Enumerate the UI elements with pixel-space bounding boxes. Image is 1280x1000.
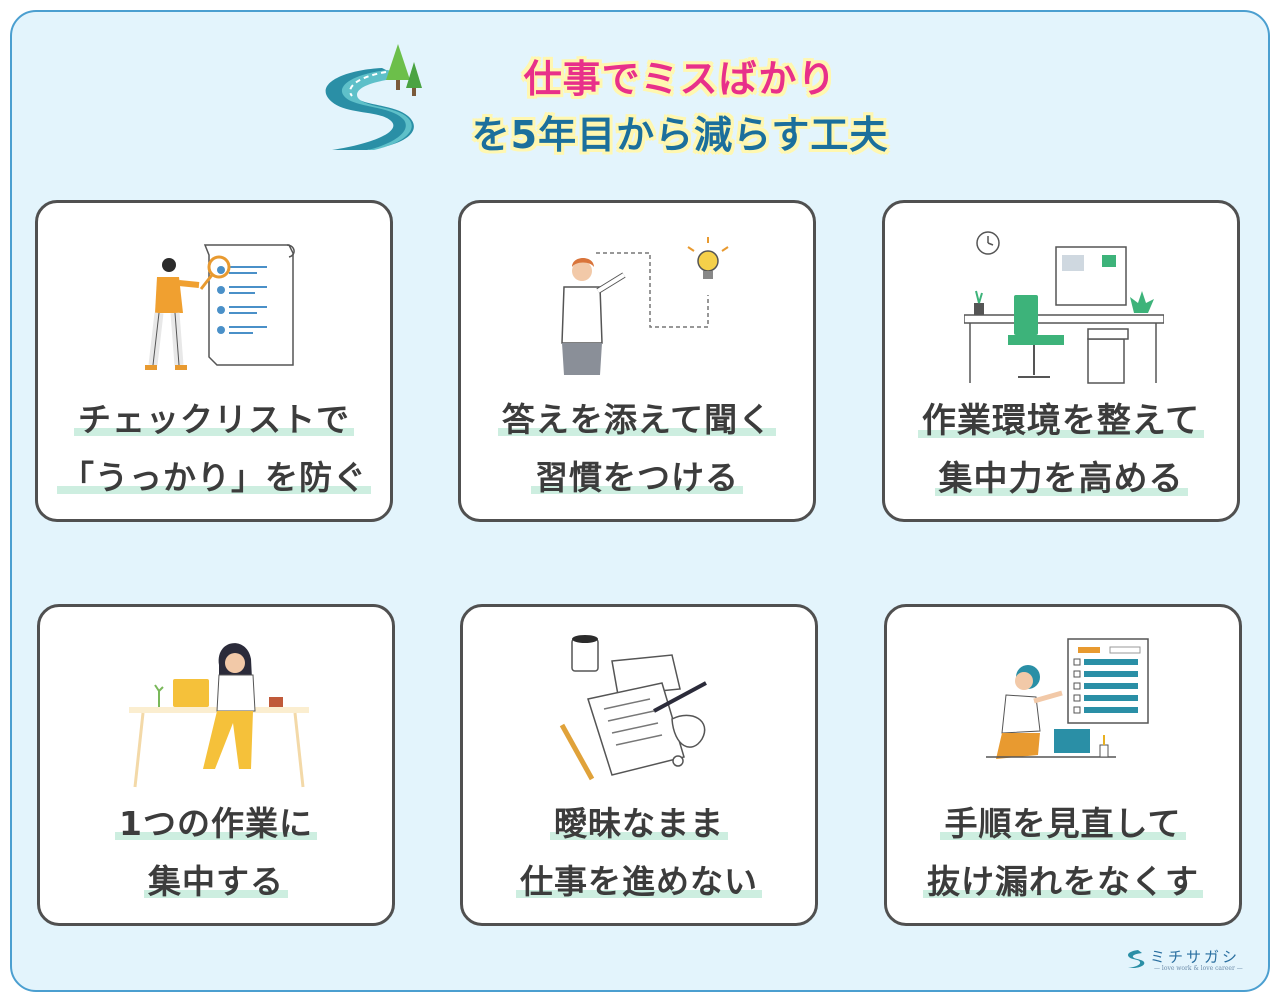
brand-tagline: — love work & love career —	[1154, 965, 1243, 972]
card-1-line-1: チェックリストで	[38, 393, 390, 441]
tip-card-no-ambiguity: 曖昧なまま 仕事を進めない	[460, 604, 818, 926]
tip-card-work-environment: 作業環境を整えて 集中力を高める	[882, 200, 1240, 522]
brand-road-logo-icon	[1128, 950, 1145, 968]
title-line-2: を5年目から減らす工夫	[471, 113, 889, 157]
card-6-line-2: 抜け漏れをなくす	[887, 855, 1239, 903]
brand-mark: ミチサガシ — love work & love career —	[1124, 944, 1244, 974]
title-line-1: 仕事でミスばかり	[523, 57, 837, 101]
card-2-line-1: 答えを添えて聞く	[461, 393, 813, 441]
card-4-line-1: 1つの作業に	[40, 797, 392, 845]
card-2-line-2: 習慣をつける	[461, 451, 813, 499]
tidy-desk-illustration-icon	[964, 231, 1164, 384]
header: 仕事でミスばかり を5年目から減らす工夫	[0, 0, 1280, 180]
tip-card-review-procedure: 手順を見直して 抜け漏れをなくす	[884, 604, 1242, 926]
notebook-writing-illustration-icon	[559, 635, 707, 781]
checklist-person-illustration-icon	[145, 244, 295, 370]
road-trees-logo-icon	[325, 44, 422, 150]
task-list-review-illustration-icon	[986, 638, 1149, 759]
tip-card-ask-with-answer: 答えを添えて聞く 習慣をつける	[458, 200, 816, 522]
idea-pointing-illustration-icon	[561, 237, 729, 375]
tip-card-checklist: チェックリストで 「うっかり」を防ぐ	[35, 200, 393, 522]
card-1-line-2: 「うっかり」を防ぐ	[38, 451, 390, 499]
brand-name: ミチサガシ	[1150, 948, 1241, 966]
card-6-line-1: 手順を見直して	[887, 797, 1239, 845]
card-3-line-1: 作業環境を整えて	[885, 393, 1237, 442]
focused-laptop-illustration-icon	[129, 643, 309, 788]
card-5-line-2: 仕事を進めない	[463, 855, 815, 903]
card-3-line-2: 集中力を高める	[885, 451, 1237, 500]
card-4-line-2: 集中する	[40, 855, 392, 903]
card-5-line-1: 曖昧なまま	[463, 797, 815, 845]
tip-card-single-task: 1つの作業に 集中する	[37, 604, 395, 926]
